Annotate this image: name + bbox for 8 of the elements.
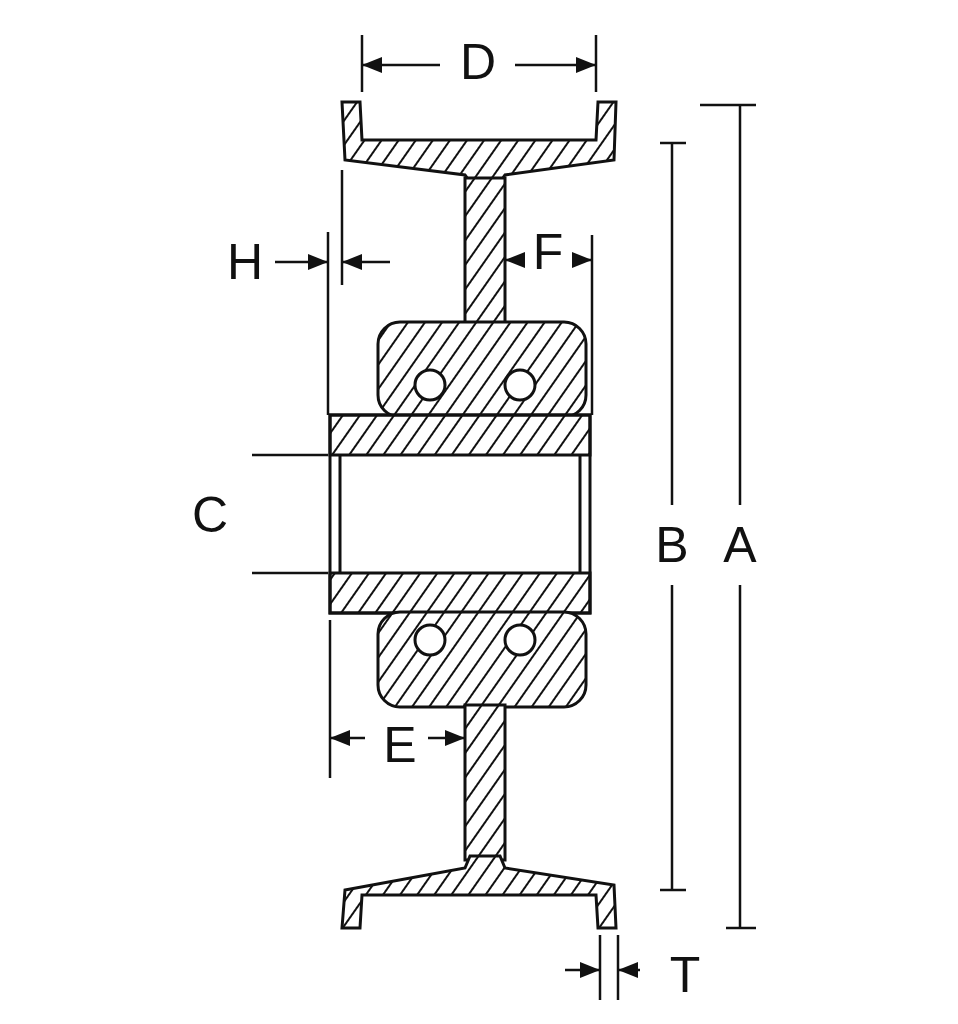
dimension-letter: C bbox=[191, 490, 229, 540]
dimension-letter: T bbox=[669, 950, 701, 1000]
dimension-letter: A bbox=[723, 520, 757, 570]
dimension-letter: B bbox=[655, 520, 689, 570]
dimension-letter: F bbox=[532, 227, 564, 277]
dimension-letter: H bbox=[226, 237, 264, 287]
dimension-letter: D bbox=[459, 37, 497, 87]
dimension-letter: E bbox=[383, 720, 417, 770]
